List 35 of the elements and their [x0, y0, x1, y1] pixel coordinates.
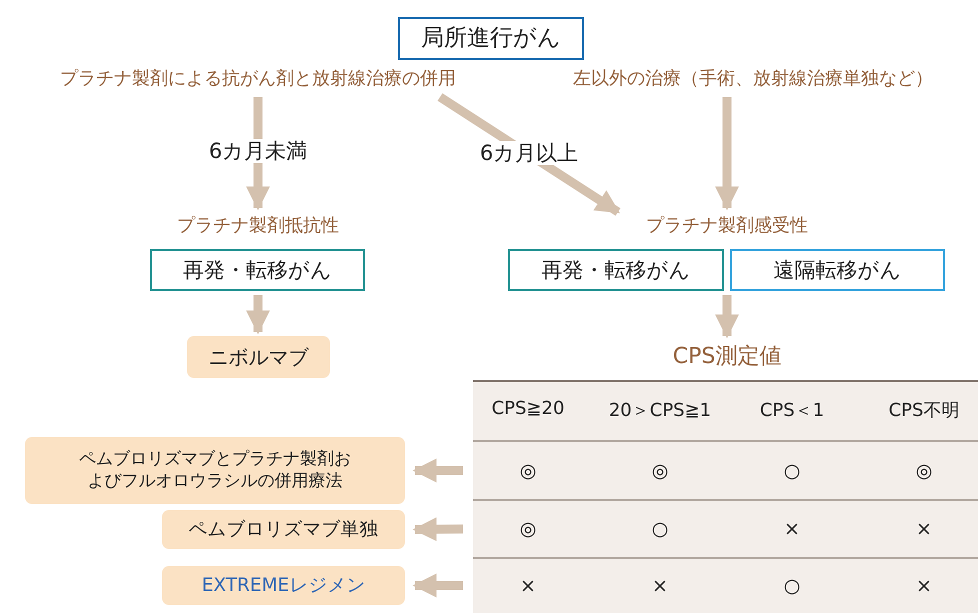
outlined-box: 再発・転移がん [508, 249, 724, 291]
table-cell: ○ [784, 460, 800, 482]
node-text: CPS測定値 [672, 343, 782, 371]
table-cell: × [916, 574, 932, 596]
column-header: CPS≧20 [490, 398, 566, 419]
arrow [412, 574, 463, 598]
table-cell: ○ [784, 574, 800, 596]
arrow [715, 295, 739, 338]
arrow [412, 458, 463, 482]
regimen-box: ペムブロリズマブ単独 [162, 510, 405, 549]
regimen-box: EXTREMEレジメン [162, 566, 405, 605]
node-text: プラチナ製剤感受性 [646, 214, 808, 238]
regimen-box: ニボルマブ [187, 336, 330, 378]
regimen-box: ペムブロリズマブとプラチナ製剤およびフルオロウラシルの併用療法 [25, 437, 405, 504]
column-header: 20＞CPS≧1 [608, 399, 712, 422]
table-cell: ◎ [916, 460, 932, 482]
outlined-box: 遠隔転移がん [730, 249, 945, 291]
table-cell: ◎ [520, 518, 536, 540]
table-cell: × [916, 518, 932, 540]
node-text: プラチナ製剤抵抗性 [177, 214, 339, 238]
table-cell: ○ [652, 518, 668, 540]
table-cell: × [784, 518, 800, 540]
node-text: 左以外の治療（手術、放射線治療単独など） [573, 68, 933, 90]
table-cell: ◎ [652, 460, 668, 482]
arrow [412, 517, 464, 542]
column-header: CPS＜1 [758, 399, 826, 422]
outlined-box: 再発・転移がん [150, 249, 365, 291]
table-cell: × [652, 574, 668, 596]
arrow [246, 295, 270, 334]
outlined-box: 局所進行がん [398, 17, 584, 60]
table-cell: ◎ [520, 460, 536, 482]
node-text: プラチナ製剤による抗がん剤と放射線治療の併用 [60, 68, 456, 90]
table-cell: × [520, 574, 536, 596]
arrow [715, 97, 739, 210]
column-header: CPS不明 [888, 399, 960, 422]
